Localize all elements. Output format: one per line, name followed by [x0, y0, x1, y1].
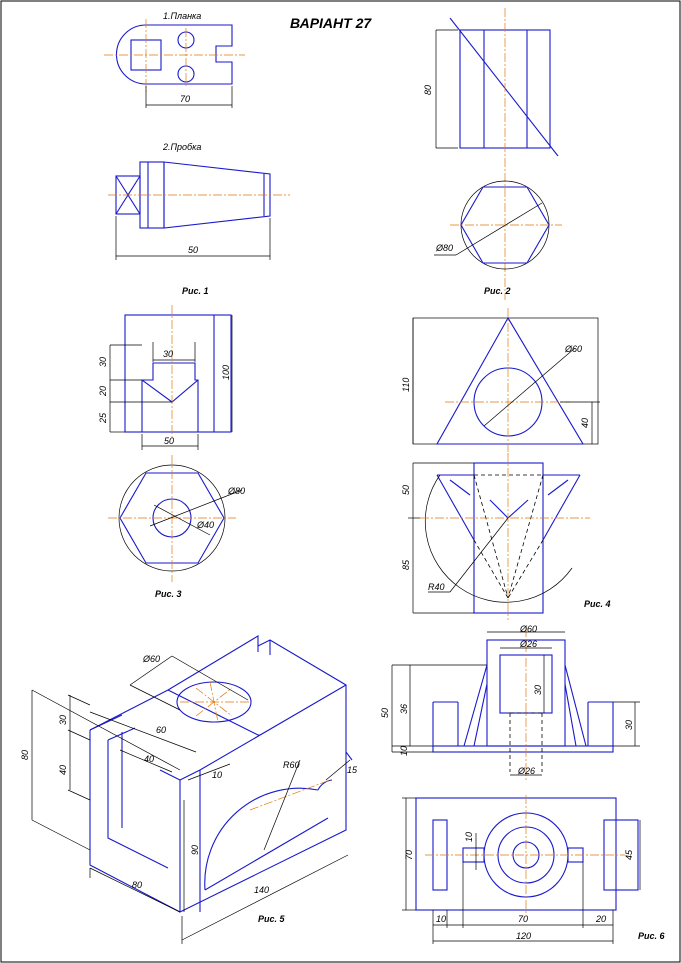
dim-f6-g: 10: [399, 746, 409, 756]
caption-fig1: Рис. 1: [182, 286, 209, 296]
dim-f3-b: 30: [163, 349, 173, 359]
dim-f6-d: 36: [399, 704, 409, 714]
dim-f3-c: 20: [98, 386, 108, 397]
dim-f6-a: Ø60: [519, 624, 537, 634]
dim-f5-g: 10: [212, 770, 222, 780]
dim-f3-h: Ø40: [196, 520, 214, 530]
dim-f4-e: 85: [401, 559, 411, 570]
dim-f6-f: 30: [624, 720, 634, 730]
caption-fig4: Рис. 4: [584, 599, 611, 609]
dim-f4-d: 50: [401, 485, 411, 495]
fig1-plug: 2.Пробка 50: [108, 142, 290, 260]
dim-f2-a: 80: [423, 85, 433, 95]
part2-label: 2.Пробка: [162, 142, 201, 152]
dim-f4-f: R40: [428, 582, 445, 592]
fig5-isometric: Ø60 80 30 40 60 40 10 R60 15 90 80 140: [20, 635, 358, 944]
dim-f6-m: 70: [518, 914, 528, 924]
dim-f6-h: Ø26: [517, 766, 535, 776]
caption-fig5: Рис. 5: [258, 914, 286, 924]
dim-f5-b: 30: [58, 715, 68, 725]
dim-f3-e: 50: [164, 436, 174, 446]
caption-fig3: Рис. 3: [155, 589, 182, 599]
dim-f5-k: 80: [132, 880, 142, 890]
dim-f4-a: 110: [401, 378, 411, 392]
dim-f4-b: Ø60: [564, 344, 582, 354]
dim-f6-n: 20: [595, 914, 606, 924]
dim-f6-i: 70: [404, 850, 414, 860]
fig2-prism: 80 Ø80: [423, 8, 562, 300]
fig4-front: Ø60 110 40: [401, 308, 600, 455]
dim-f5-a: Ø60: [142, 654, 160, 664]
dim-f3-d: 25: [98, 412, 108, 424]
dim-f5-c: 60: [156, 725, 166, 735]
fig3-front: 30 20 25 30 50 100: [98, 305, 233, 450]
dim-f6-c: 50: [380, 708, 390, 718]
fig1-plate: 1.Планка 70: [104, 11, 245, 108]
dim-f2-b: Ø80: [435, 243, 453, 253]
dim-f5-l: 140: [254, 885, 269, 895]
variant-title: ВАРІАНТ 27: [290, 15, 372, 31]
dim-f6-j: 10: [464, 832, 474, 842]
dim-f5-i: 15: [347, 765, 358, 775]
dim-f5-f: 40: [144, 754, 154, 764]
dim-f6-l: 10: [436, 914, 446, 924]
fig6-top: 70 10 45 10 70 20 120: [402, 795, 641, 944]
dim-f6-b: Ø26: [519, 639, 537, 649]
dim-f5-d: 80: [20, 750, 30, 760]
fig4-side: R40 50 85: [401, 453, 590, 620]
caption-fig6: Рис. 6: [638, 931, 666, 941]
dim-f3-a: 30: [98, 357, 108, 367]
dim-f5-h: R60: [283, 760, 300, 770]
dim-f4-c: 40: [580, 418, 590, 428]
fig6-front: Ø60 Ø26 Ø26 50 36 10 30 30: [380, 624, 640, 780]
dim-f6-e: 30: [533, 685, 543, 695]
caption-fig2: Рис. 2: [484, 286, 511, 296]
dim-f3-f: 100: [221, 365, 231, 380]
dim-f5-j: 90: [190, 845, 200, 855]
dim-f6-o: 120: [516, 931, 531, 941]
part1-label: 1.Планка: [163, 11, 201, 21]
fig3-top: Ø80 Ø40: [108, 455, 245, 582]
dim-f6-k: 45: [624, 849, 634, 860]
dim-f5-e: 40: [58, 765, 68, 775]
dim-f1-b: 50: [188, 245, 198, 255]
dim-f1-a: 70: [180, 94, 190, 104]
dim-f3-g: Ø80: [227, 486, 245, 496]
